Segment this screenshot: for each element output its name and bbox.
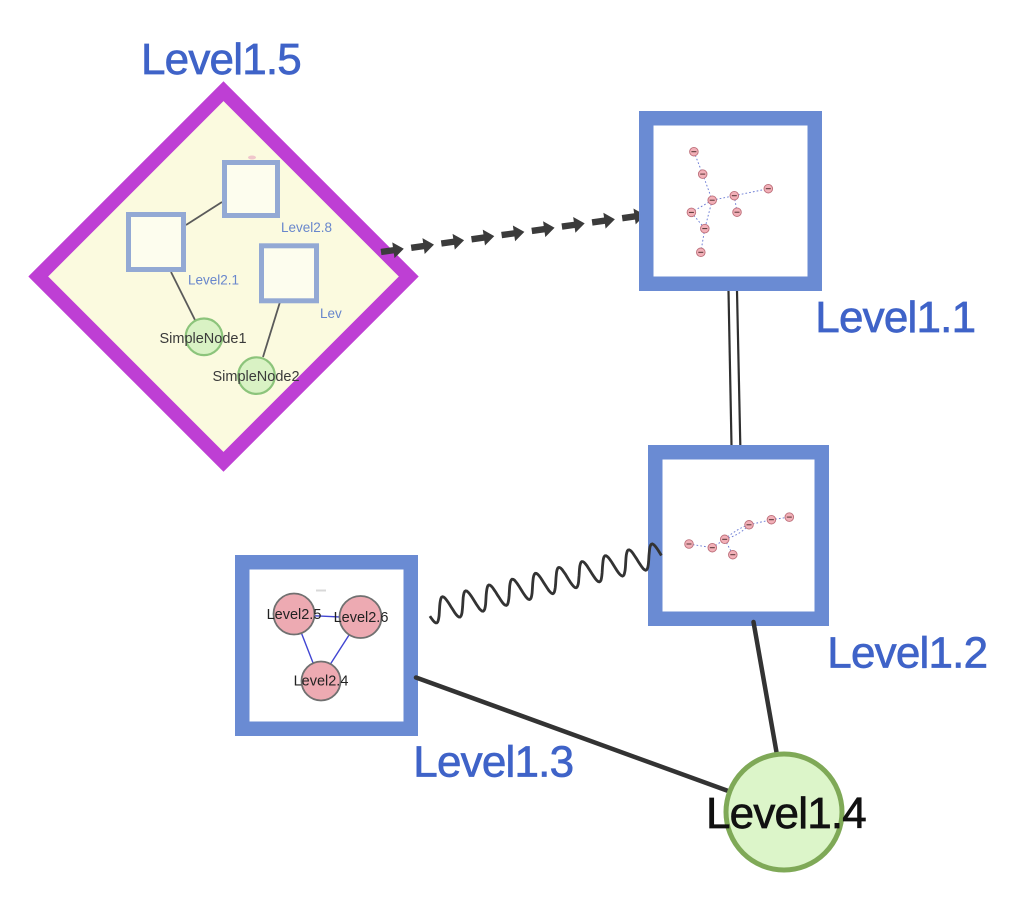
svg-text:Level2.6: Level2.6: [334, 610, 389, 626]
svg-text:SimpleNode1: SimpleNode1: [159, 331, 246, 347]
svg-text:Lev: Lev: [320, 306, 342, 321]
svg-text:SimpleNode2: SimpleNode2: [212, 369, 299, 385]
svg-text:Level2.8: Level2.8: [281, 220, 332, 235]
svg-text:Level1.1: Level1.1: [815, 293, 975, 342]
svg-text:Level1.4: Level1.4: [706, 789, 866, 838]
svg-text:Level2.5: Level2.5: [267, 607, 322, 623]
svg-text:Level2.4: Level2.4: [294, 673, 349, 689]
svg-text:Level2.1: Level2.1: [188, 273, 239, 288]
svg-text:Level1.5: Level1.5: [141, 35, 301, 84]
svg-text:Level1.3: Level1.3: [413, 738, 573, 787]
svg-text:Level1.2: Level1.2: [827, 629, 987, 678]
